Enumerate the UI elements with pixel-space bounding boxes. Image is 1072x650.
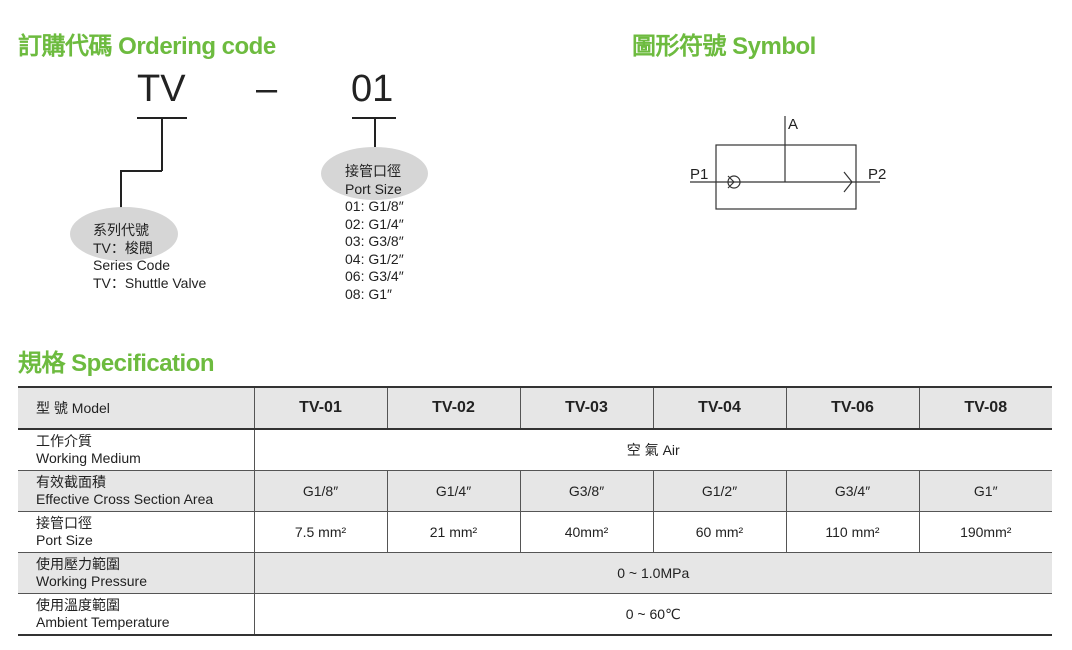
- table-row: 工作介質 Working Medium 空 氣 Air: [18, 429, 1052, 471]
- table-row: 使用溫度範圍 Ambient Temperature 0 ~ 60℃: [18, 593, 1052, 636]
- port-size-option: 08: G1″: [345, 285, 392, 302]
- table-cell: 110 mm²: [786, 511, 920, 553]
- row-label: 使用溫度範圍 Ambient Temperature: [18, 593, 255, 636]
- right-seat-icon: [843, 171, 853, 193]
- specification-heading: 規格 Specification: [18, 350, 215, 377]
- row-label-en: Working Medium: [36, 450, 141, 466]
- table-row: 接管口徑 Port Size 7.5 mm² 21 mm² 40mm² 60 m…: [18, 511, 1052, 553]
- shuttle-valve-symbol: A P1 P2: [690, 116, 886, 210]
- model-column-header: TV-08: [919, 386, 1052, 430]
- series-highlight-ellipse: [70, 207, 178, 261]
- series-connector-vertical: [161, 117, 163, 171]
- port-a-label: A: [788, 116, 798, 133]
- code-dash: –: [256, 68, 278, 110]
- table-cell: G3/8″: [520, 470, 654, 512]
- series-code-cn-title: 系列代號: [93, 222, 149, 238]
- port-size-option: 03: G3/8″: [345, 233, 404, 249]
- table-cell: 7.5 mm²: [254, 511, 388, 553]
- table-row: 有效截面積 Effective Cross Section Area G1/8″…: [18, 470, 1052, 512]
- table-cell: 0 ~ 60℃: [254, 593, 1052, 636]
- row-label: 工作介質 Working Medium: [18, 429, 255, 471]
- table-cell: 空 氣 Air: [254, 429, 1052, 471]
- model-column-header: TV-06: [786, 386, 920, 430]
- table-cell: 190mm²: [919, 511, 1052, 553]
- port-p2-label: P2: [868, 166, 886, 183]
- table-row: 使用壓力範圍 Working Pressure 0 ~ 1.0MPa: [18, 552, 1052, 594]
- model-header-label: 型 號 Model: [18, 386, 255, 430]
- series-code-text: TV: [137, 68, 186, 110]
- row-label: 接管口徑 Port Size: [18, 511, 255, 553]
- check-ball-icon: [727, 175, 741, 189]
- ordering-code-heading: 訂購代碼 Ordering code: [18, 33, 276, 60]
- table-cell: G1/2″: [653, 470, 787, 512]
- port-size-option: 01: G1/8″: [345, 198, 404, 214]
- table-cell: 40mm²: [520, 511, 654, 553]
- size-code-text: 01: [351, 68, 394, 110]
- table-cell: 21 mm²: [387, 511, 521, 553]
- row-label-cn: 有效截面積: [36, 474, 106, 490]
- port-size-option: 02: G1/4″: [345, 215, 404, 232]
- port-size-options: 01: G1/8″ 02: G1/4″ 03: G3/8″ 04: G1/2″ …: [345, 198, 404, 303]
- port-p1-label: P1: [690, 166, 708, 183]
- table-header-row: 型 號 Model TV-01 TV-02 TV-03 TV-04 TV-06 …: [18, 386, 1052, 430]
- series-connector-drop: [120, 170, 122, 212]
- row-label-en: Effective Cross Section Area: [36, 491, 214, 507]
- row-label-cn: 接管口徑: [36, 515, 92, 531]
- row-label-en: Port Size: [36, 532, 93, 548]
- size-connector-vertical: [374, 117, 376, 147]
- table-cell: G3/4″: [786, 470, 920, 512]
- row-label-en: Ambient Temperature: [36, 614, 170, 630]
- port-size-option: 06: G3/4″: [345, 268, 404, 284]
- table-cell: 0 ~ 1.0MPa: [254, 552, 1052, 594]
- port-size-description: 接管口徑 Port Size 01: G1/8″ 02: G1/4″ 03: G…: [345, 163, 404, 303]
- row-label-cn: 使用壓力範圍: [36, 556, 120, 572]
- table-cell: G1/8″: [254, 470, 388, 512]
- model-column-header: TV-02: [387, 386, 521, 430]
- left-seat-icon: [727, 175, 735, 189]
- model-column-header: TV-04: [653, 386, 787, 430]
- series-connector-horizontal: [120, 170, 162, 172]
- model-column-header: TV-01: [254, 386, 388, 430]
- port-size-en-title: Port Size: [345, 180, 402, 197]
- table-cell: G1/4″: [387, 470, 521, 512]
- table-cell: G1″: [919, 470, 1052, 512]
- row-label-cn: 工作介質: [36, 433, 92, 449]
- series-code-en-value: TV：Shuttle Valve: [93, 274, 207, 291]
- symbol-heading: 圖形符號 Symbol: [632, 33, 816, 60]
- port-size-cn-title: 接管口徑: [345, 163, 401, 179]
- row-label-en: Working Pressure: [36, 573, 148, 589]
- model-column-header: TV-03: [520, 386, 654, 430]
- series-code-en-title: Series Code: [93, 257, 171, 273]
- valve-body: [715, 144, 857, 210]
- port-size-option: 04: G1/2″: [345, 250, 404, 267]
- row-label: 有效截面積 Effective Cross Section Area: [18, 470, 255, 512]
- series-code-description: 系列代號 TV：梭閥 Series Code TV：Shuttle Valve: [93, 222, 206, 292]
- row-label: 使用壓力範圍 Working Pressure: [18, 552, 255, 594]
- row-label-cn: 使用溫度範圍: [36, 597, 120, 613]
- port-highlight-ellipse: [321, 147, 428, 200]
- series-code-cn-value: TV：梭閥: [93, 239, 153, 256]
- table-cell: 60 mm²: [653, 511, 787, 553]
- specification-table: 型 號 Model TV-01 TV-02 TV-03 TV-04 TV-06 …: [18, 386, 1052, 636]
